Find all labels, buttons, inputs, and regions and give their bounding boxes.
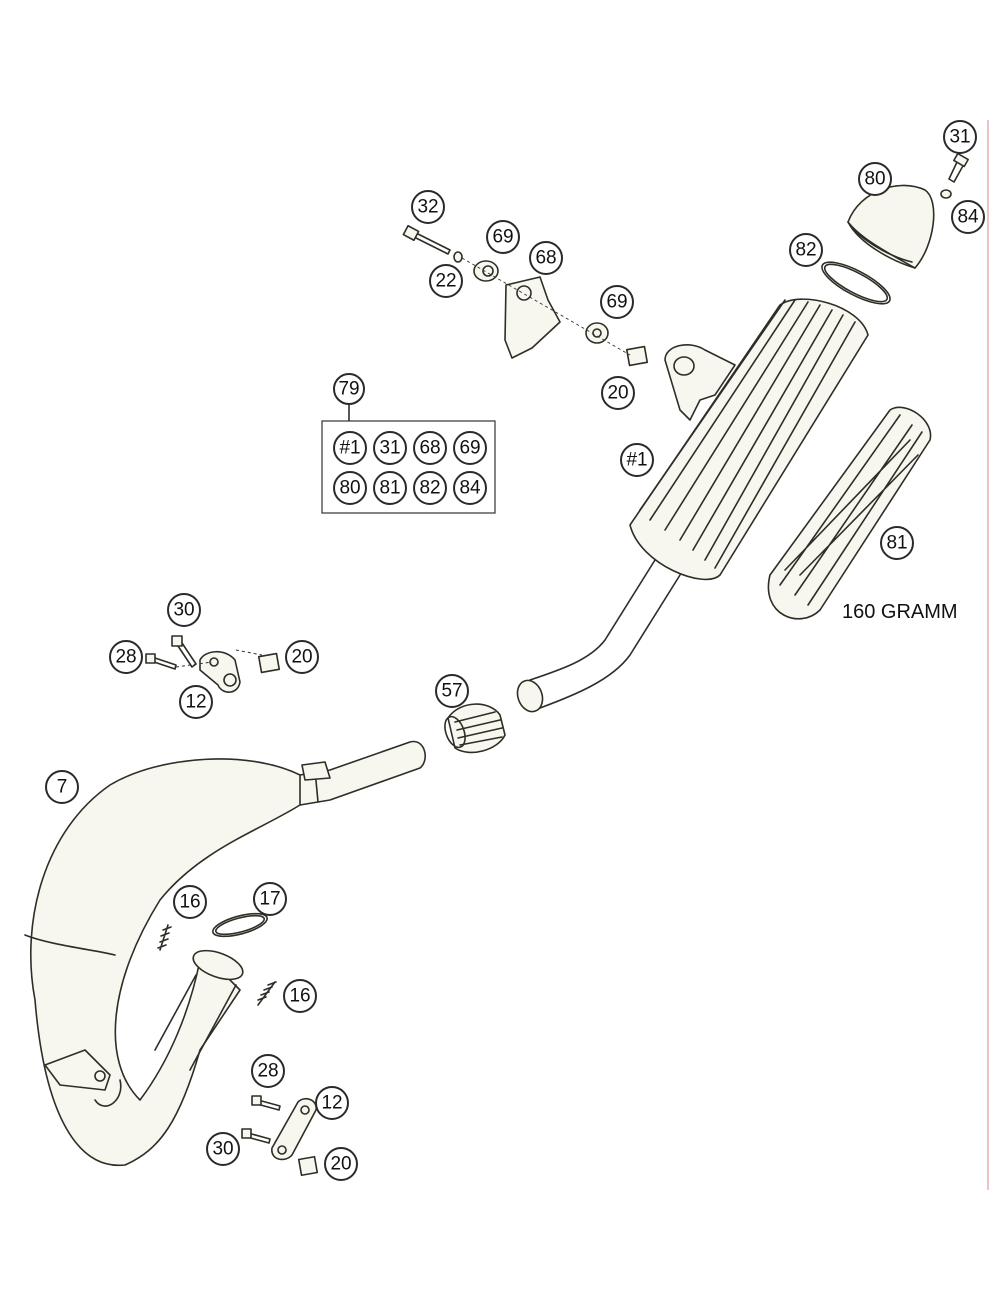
kit-item: 84 (453, 471, 487, 505)
callout-c22: 22 (429, 264, 463, 298)
svg-text:81: 81 (379, 478, 400, 499)
svg-text:82: 82 (795, 240, 816, 261)
silencer-body (516, 298, 869, 713)
kit-item: 69 (453, 431, 487, 465)
callout-c1: #1 (620, 443, 654, 477)
callout-c28b: 28 (251, 1054, 285, 1088)
exhaust-bracket-lower (241, 1095, 319, 1177)
callout-c57: 57 (435, 674, 469, 708)
callout-c68: 68 (529, 241, 563, 275)
svg-text:31: 31 (949, 127, 970, 148)
callout-layer: 31 80 84 82 32 69 68 22 69 20 #1 81 30 28 20 12 57 7 16 17 1… (45, 120, 985, 1181)
callout-c20a: 20 (601, 376, 635, 410)
callout-c17: 17 (253, 882, 287, 916)
svg-text:20: 20 (330, 1154, 351, 1175)
callout-c16b: 16 (283, 979, 317, 1013)
callout-c20b: 20 (285, 640, 319, 674)
svg-text:57: 57 (441, 681, 462, 702)
svg-text:69: 69 (606, 292, 627, 313)
callout-c69b: 69 (600, 285, 634, 319)
exhaust-expansion-chamber (24, 740, 426, 1167)
callout-c80: 80 (858, 162, 892, 196)
silencer-bracket-assembly (402, 224, 649, 367)
kit-item: 81 (373, 471, 407, 505)
svg-text:80: 80 (339, 478, 360, 499)
callout-c30a: 30 (167, 593, 201, 627)
callout-c16a: 16 (173, 885, 207, 919)
svg-text:31: 31 (379, 438, 400, 459)
svg-text:32: 32 (417, 197, 438, 218)
callout-c82: 82 (789, 233, 823, 267)
callout-c12a: 12 (179, 685, 213, 719)
packing-weight-note: 160 GRAMM (842, 601, 958, 623)
callout-c31: 31 (943, 120, 977, 154)
svg-text:84: 84 (957, 207, 979, 228)
springs-and-seal (157, 912, 277, 1006)
kit-item: 80 (333, 471, 367, 505)
svg-text:82: 82 (419, 478, 440, 499)
exhaust-bracket-upper (145, 635, 281, 693)
svg-text:20: 20 (291, 647, 312, 668)
svg-text:69: 69 (492, 227, 513, 248)
svg-text:7: 7 (57, 777, 68, 798)
svg-text:16: 16 (289, 986, 310, 1007)
kit-item: 82 (413, 471, 447, 505)
kit-item: 68 (413, 431, 447, 465)
end-cap-assembly (821, 152, 969, 305)
svg-text:28: 28 (257, 1061, 278, 1082)
callout-c7: 7 (45, 770, 79, 804)
svg-text:#1: #1 (626, 450, 647, 471)
callout-c28a: 28 (109, 640, 143, 674)
callout-c32: 32 (411, 190, 445, 224)
svg-text:80: 80 (864, 169, 885, 190)
svg-text:28: 28 (115, 647, 136, 668)
svg-text:69: 69 (459, 438, 480, 459)
svg-text:79: 79 (338, 379, 359, 400)
callout-c69a: 69 (486, 220, 520, 254)
callout-c20c: 20 (324, 1147, 358, 1181)
callout-c81: 81 (880, 526, 914, 560)
svg-text:30: 30 (212, 1139, 233, 1160)
callout-c30b: 30 (206, 1132, 240, 1166)
svg-text:22: 22 (435, 271, 456, 292)
svg-text:20: 20 (607, 383, 628, 404)
svg-text:68: 68 (535, 248, 556, 269)
kit-callout: 79 (333, 373, 365, 405)
svg-text:68: 68 (419, 438, 440, 459)
svg-text:84: 84 (459, 478, 481, 499)
kit-item: 31 (373, 431, 407, 465)
silencer-packing (767, 406, 932, 620)
svg-text:17: 17 (259, 889, 280, 910)
svg-text:#1: #1 (339, 438, 360, 459)
callout-c12b: 12 (315, 1086, 349, 1120)
kit-box: 79 #1 31 68 69 80 81 82 84 (321, 373, 496, 514)
exhaust-rubber-sleeve (444, 703, 506, 754)
svg-text:30: 30 (173, 600, 194, 621)
svg-text:12: 12 (321, 1093, 342, 1114)
callout-c84: 84 (951, 200, 985, 234)
svg-text:81: 81 (886, 533, 907, 554)
kit-item: #1 (333, 431, 367, 465)
svg-text:12: 12 (185, 692, 206, 713)
svg-text:16: 16 (179, 892, 200, 913)
